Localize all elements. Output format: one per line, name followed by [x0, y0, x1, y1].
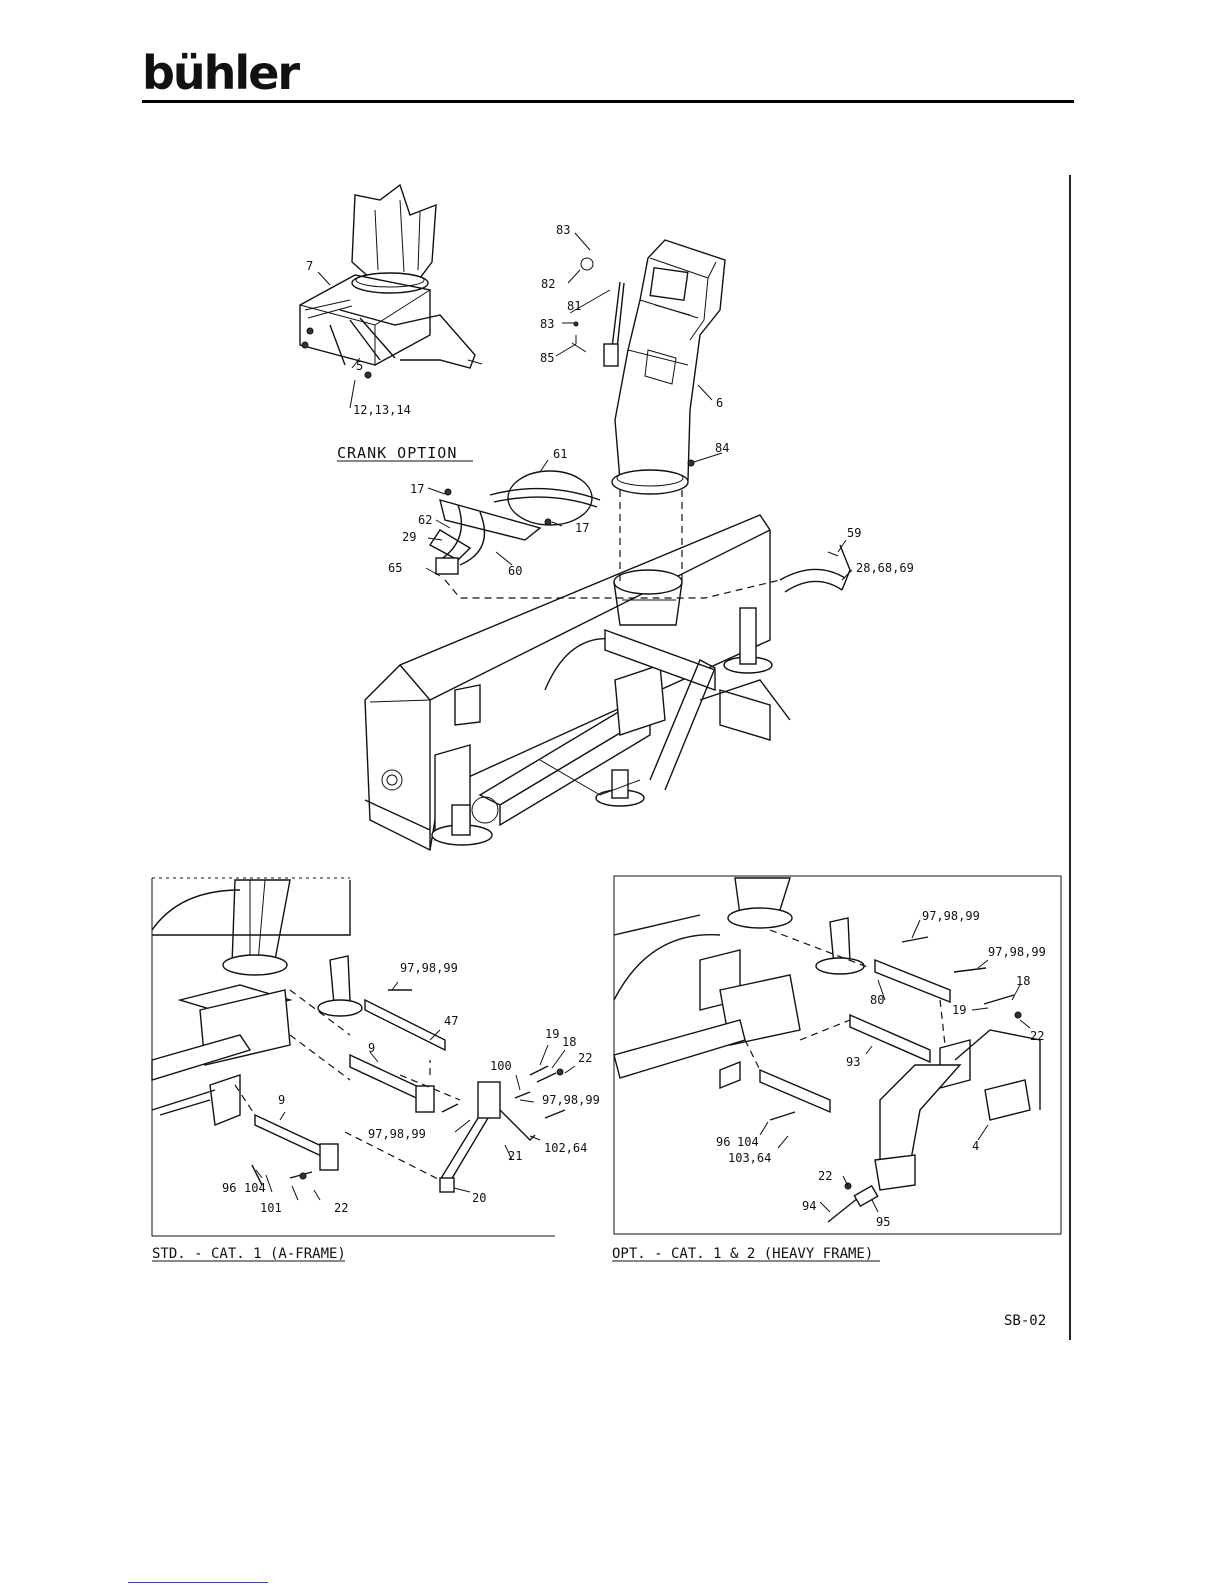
- callout-81: 81: [567, 299, 581, 313]
- std-frame-caption: STD. - CAT. 1 (A-FRAME): [152, 1246, 346, 1262]
- callout-61: 61: [553, 447, 567, 461]
- std-callout-100: 100: [490, 1059, 512, 1073]
- callout-29: 29: [402, 530, 416, 544]
- main-spout-assembly: [572, 240, 725, 494]
- callout-59: 59: [847, 526, 861, 540]
- opt-callout-96: 96: [716, 1135, 730, 1149]
- opt-callout-95: 95: [876, 1215, 890, 1229]
- std-frame-panel: [152, 878, 565, 1236]
- std-callout-104: 104: [244, 1181, 266, 1195]
- opt-callout-94: 94: [802, 1199, 816, 1213]
- callout-17a: 17: [410, 482, 424, 496]
- callout-65: 65: [388, 561, 402, 575]
- opt-callout-97-98-99-b: 97,98,99: [988, 945, 1046, 959]
- opt-callout-80: 80: [870, 993, 884, 1007]
- std-callout-101: 101: [260, 1201, 282, 1215]
- std-callout-22a: 22: [578, 1051, 592, 1065]
- callout-7: 7: [306, 259, 313, 273]
- page-code: SB-02: [1004, 1313, 1046, 1329]
- crank-option-caption: CRANK OPTION: [337, 444, 457, 462]
- std-callout-97-98-99-a: 97,98,99: [400, 961, 458, 975]
- blower-housing: [365, 515, 790, 850]
- opt-callout-4: 4: [972, 1139, 979, 1153]
- std-callout-18: 18: [562, 1035, 576, 1049]
- opt-callout-18: 18: [1016, 974, 1030, 988]
- opt-callout-22b: 22: [818, 1169, 832, 1183]
- opt-frame-panel: [614, 876, 1061, 1234]
- callout-84: 84: [715, 441, 729, 455]
- std-callout-97-98-99-b: 97,98,99: [542, 1093, 600, 1107]
- std-callout-102-64: 102,64: [544, 1141, 587, 1155]
- callout-5: 5: [356, 359, 363, 373]
- opt-callout-22a: 22: [1030, 1029, 1044, 1043]
- opt-callout-103-64: 103,64: [728, 1151, 771, 1165]
- callout-62: 62: [418, 513, 432, 527]
- std-callout-9b: 9: [278, 1093, 285, 1107]
- opt-callout-19: 19: [952, 1003, 966, 1017]
- callout-83a: 83: [556, 223, 570, 237]
- std-callout-97-98-99-c: 97,98,99: [368, 1127, 426, 1141]
- std-callout-47: 47: [444, 1014, 458, 1028]
- std-callout-19: 19: [545, 1027, 559, 1041]
- std-callout-96: 96: [222, 1181, 236, 1195]
- opt-callout-104: 104: [737, 1135, 759, 1149]
- opt-callout-93: 93: [846, 1055, 860, 1069]
- callout-82: 82: [541, 277, 555, 291]
- callout-6: 6: [716, 396, 723, 410]
- std-callout-20: 20: [472, 1191, 486, 1205]
- callout-60: 60: [508, 564, 522, 578]
- callout-85: 85: [540, 351, 554, 365]
- opt-frame-caption: OPT. - CAT. 1 & 2 (HEAVY FRAME): [612, 1246, 873, 1262]
- callout-17b: 17: [575, 521, 589, 535]
- callout-83b: 83: [540, 317, 554, 331]
- callout-12-13-14: 12,13,14: [353, 403, 411, 417]
- callout-28-68-69: 28,68,69: [856, 561, 914, 575]
- std-callout-21: 21: [508, 1149, 522, 1163]
- opt-callout-97-98-99-a: 97,98,99: [922, 909, 980, 923]
- std-callout-9a: 9: [368, 1041, 375, 1055]
- std-callout-22b: 22: [334, 1201, 348, 1215]
